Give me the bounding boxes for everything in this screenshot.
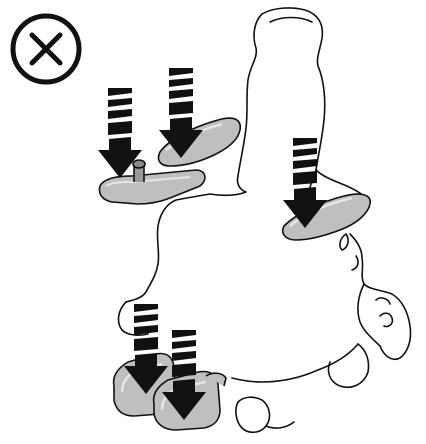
prohibited-icon	[13, 16, 79, 82]
